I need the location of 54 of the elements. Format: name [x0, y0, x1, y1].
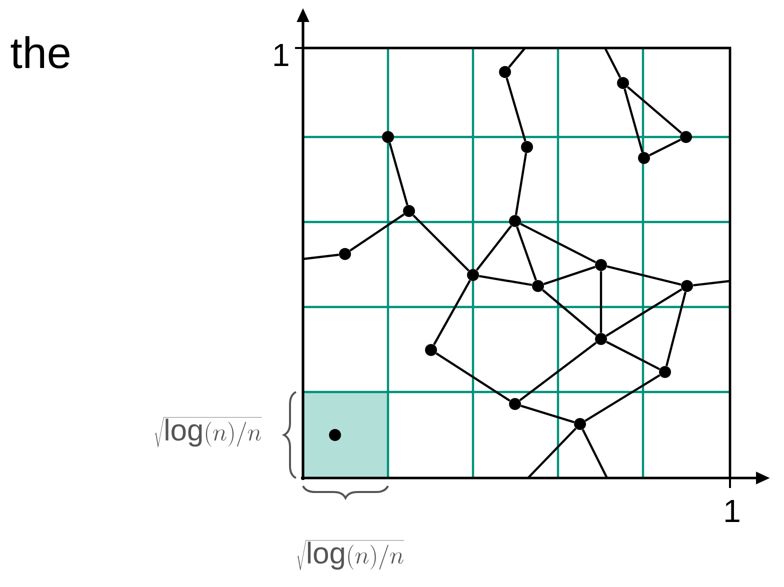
- axis-tick-label: 1: [726, 500, 740, 522]
- graph-vertex: [532, 280, 544, 292]
- graph-edge: [544, 266, 596, 286]
- heading-text: the: [10, 36, 70, 68]
- graph-edge: [388, 142, 408, 206]
- graph-vertex: [521, 141, 533, 153]
- graph-edge: [520, 404, 574, 424]
- graph-edge: [516, 226, 537, 281]
- graph-edge: [433, 280, 471, 346]
- graph-edge: [350, 214, 404, 252]
- graph-edge: [542, 289, 597, 336]
- graph-vertex: [595, 333, 607, 345]
- graph-edge: [584, 374, 660, 422]
- graph-edge: [665, 292, 687, 366]
- graph-edge: [302, 254, 339, 260]
- graph-edge: [582, 429, 608, 478]
- graph-edge: [476, 225, 512, 271]
- brace-label: $\sqrt{\log(n)/n}$: [154, 417, 262, 448]
- graph-edge: [606, 340, 660, 370]
- graph-edge: [606, 288, 682, 337]
- graph-edge: [520, 222, 596, 264]
- graph-edge: [514, 152, 528, 216]
- graph-edge: [627, 86, 682, 134]
- graph-vertex: [403, 205, 415, 217]
- graph-vertex: [425, 344, 437, 356]
- axis-tick-label: 1: [274, 44, 288, 66]
- graph-edge: [527, 428, 576, 479]
- graph-vertex: [659, 366, 671, 378]
- graph-edge: [624, 88, 644, 152]
- graph-edge: [436, 352, 510, 402]
- graph-edge: [604, 48, 622, 78]
- graph-vertex: [574, 418, 586, 430]
- graph-edge: [508, 47, 526, 68]
- graph-vertex: [467, 269, 479, 281]
- graph-edge: [649, 138, 681, 156]
- graph-vertex: [382, 131, 394, 143]
- graph-edge: [600, 271, 602, 333]
- graph-vertex: [509, 398, 521, 410]
- graph-edge: [693, 280, 730, 286]
- graph-edge: [506, 78, 526, 142]
- graph-vertex: [499, 66, 511, 78]
- graph-vertex: [339, 248, 351, 260]
- graph-vertex: [680, 131, 692, 143]
- graph-edge: [519, 342, 597, 402]
- graph-edge: [412, 214, 470, 272]
- graph-vertex: [617, 77, 629, 89]
- graph-vertex: [329, 429, 341, 441]
- graph-vertex: [595, 259, 607, 271]
- graph-vertex: [638, 152, 650, 164]
- graph-edge: [478, 274, 532, 286]
- graph-edge: [606, 265, 682, 286]
- graph-vertex: [681, 280, 693, 292]
- brace-label: $\sqrt{\log(n)/n}$: [297, 540, 404, 570]
- graph-vertex: [509, 215, 521, 227]
